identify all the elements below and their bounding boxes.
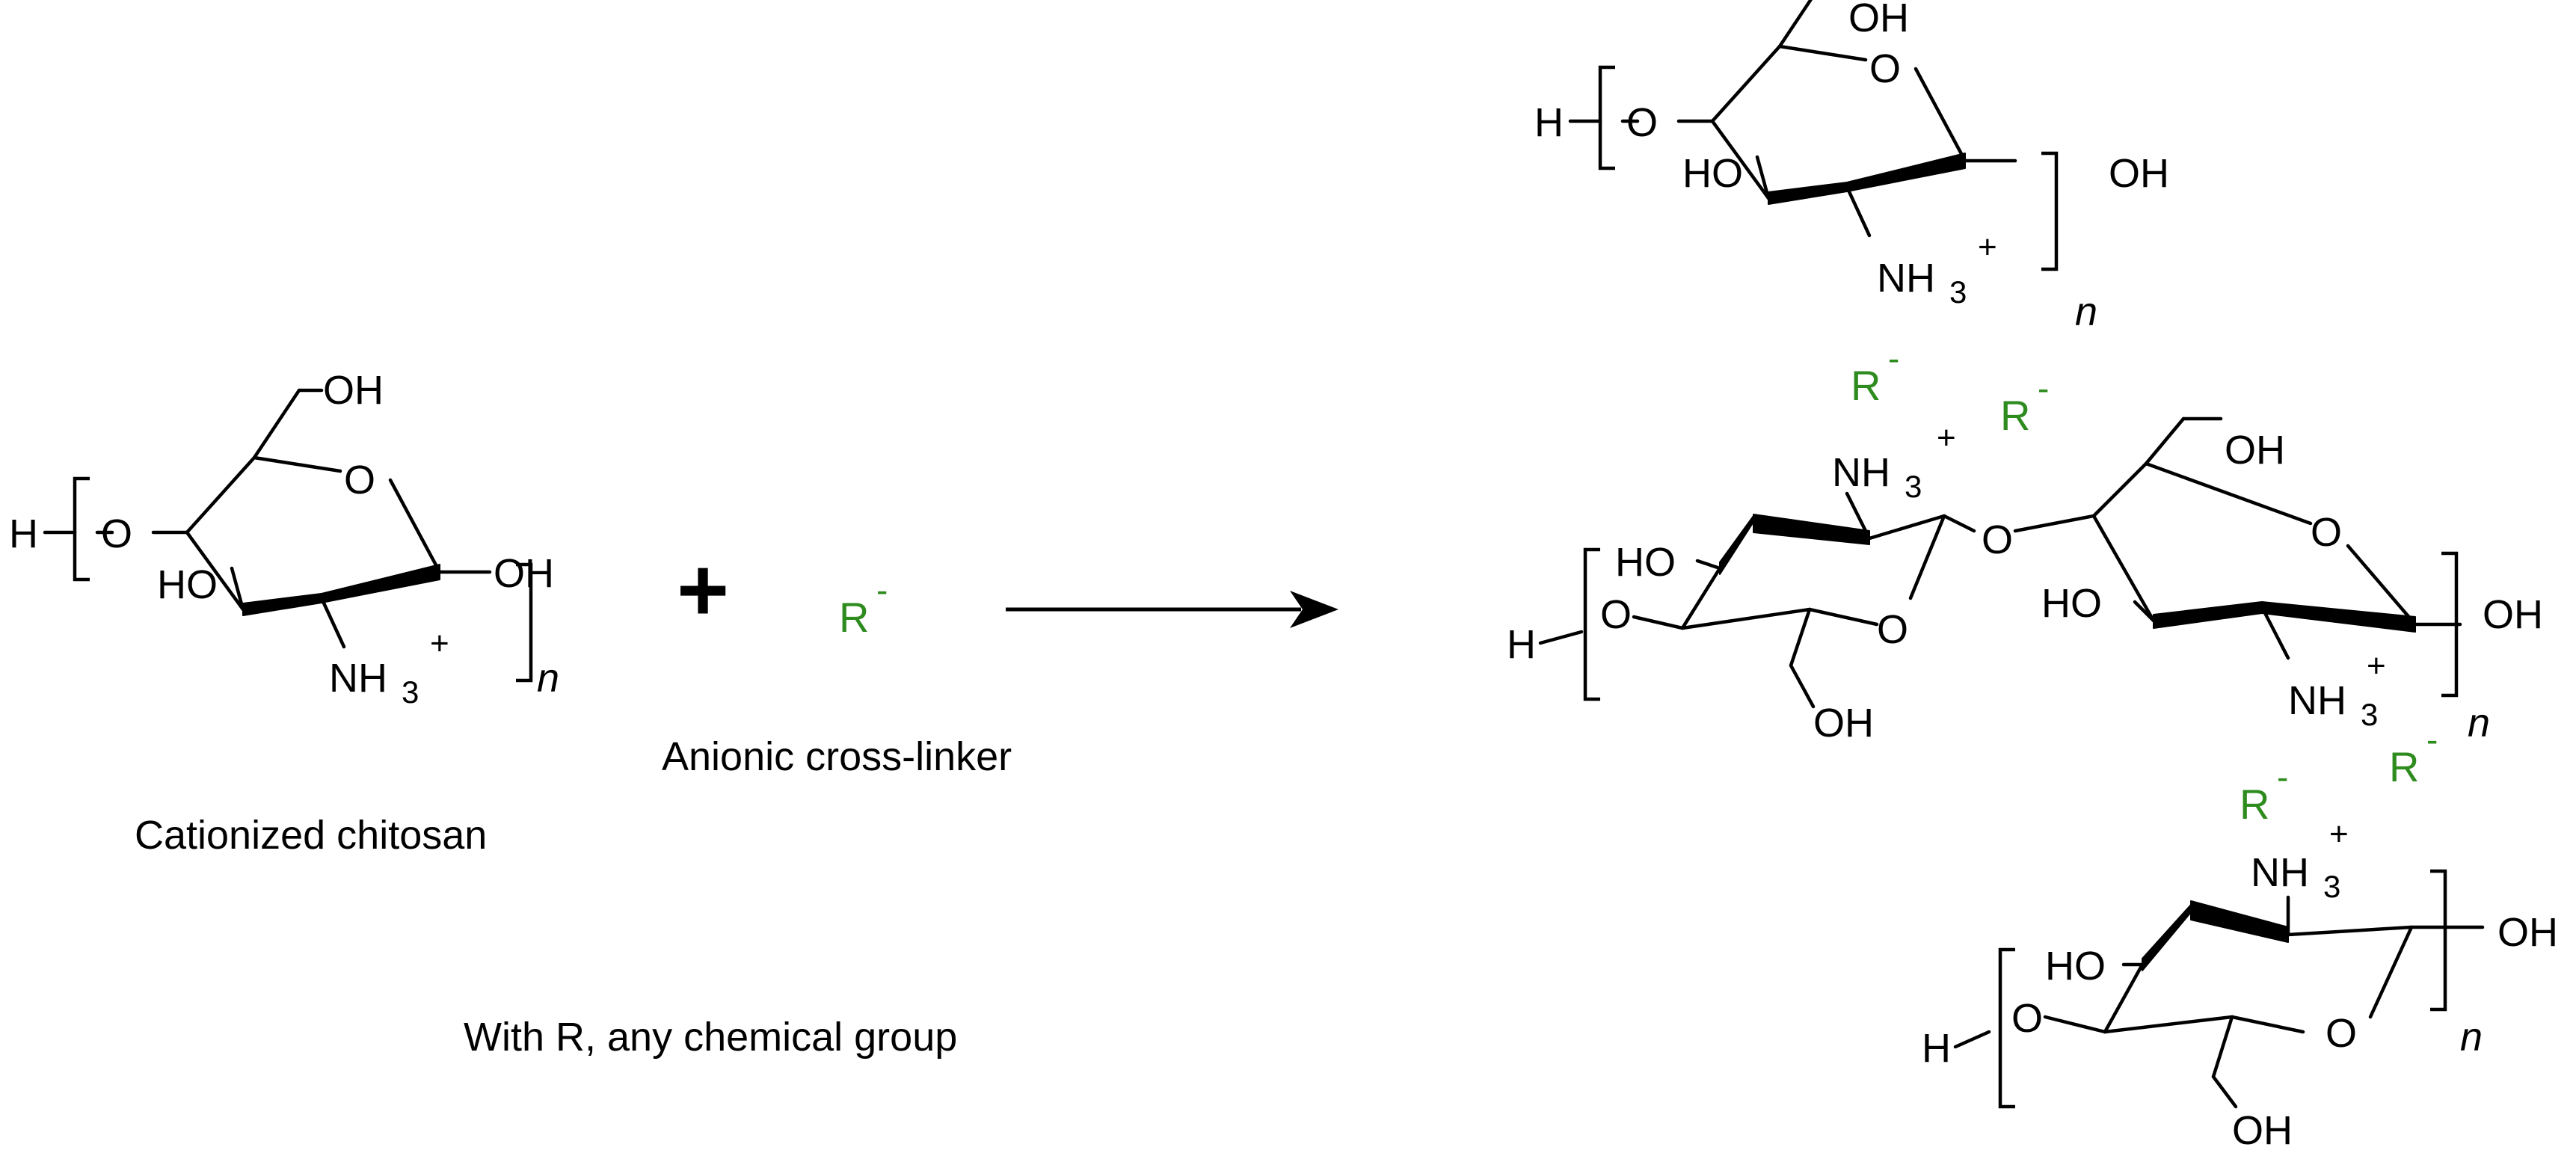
atom-oh: OH: [494, 551, 554, 596]
atom-oh: OH: [2483, 592, 2543, 637]
atom-ho: HO: [2045, 944, 2106, 989]
atom-oh: OH: [2497, 910, 2558, 955]
glycosidic-o: O: [1982, 517, 2013, 562]
atom-ho: HO: [1615, 540, 1676, 585]
repeat-n: n: [2075, 289, 2097, 334]
atom-h: H: [1534, 100, 1564, 145]
anion-r: R: [2240, 781, 2269, 828]
atom-h: H: [9, 511, 38, 556]
repeat-n: n: [2468, 701, 2490, 745]
anion-minus: -: [2426, 720, 2438, 759]
atom-o: O: [101, 511, 132, 556]
reaction-arrow: [1006, 591, 1338, 628]
anion-group: R - R - R - R -: [1851, 339, 2438, 828]
anion-r: R: [839, 594, 869, 641]
ring-o: O: [1877, 607, 1908, 652]
atom-h: H: [1507, 622, 1536, 667]
anion-r: R: [2000, 392, 2030, 439]
ring-o: O: [344, 458, 375, 502]
atom-o: O: [1600, 592, 1632, 637]
subscript-3: 3: [1949, 274, 1967, 310]
anion-r: R: [1851, 362, 1881, 409]
crosslinker-caption: Anionic cross-linker: [662, 734, 1012, 779]
atom-nh: NH: [329, 656, 387, 701]
charge-plus: +: [1978, 229, 1997, 265]
subscript-3: 3: [402, 674, 419, 710]
charge-plus: +: [2329, 816, 2349, 852]
atom-oh: OH: [1813, 701, 1874, 745]
anion-minus: -: [2038, 369, 2049, 408]
anion-minus: -: [2277, 757, 2288, 796]
ring-o: O: [1869, 46, 1901, 91]
right-bracket: [516, 562, 533, 683]
atom-o: O: [1626, 100, 1658, 145]
atom-oh: OH: [1848, 0, 1909, 40]
atom-oh: OH: [2232, 1108, 2293, 1153]
charge-plus: +: [1937, 419, 1956, 456]
atom-ho: HO: [157, 562, 218, 607]
atom-oh: OH: [323, 368, 384, 413]
ring-o: O: [2326, 1011, 2357, 1056]
note-r-any-group: With R, any chemical group: [464, 1015, 957, 1060]
atom-nh: NH: [1832, 450, 1890, 495]
atom-nh: NH: [2288, 678, 2346, 723]
subscript-3: 3: [2361, 697, 2378, 732]
charge-plus: +: [430, 625, 449, 662]
anion-r: R: [2389, 743, 2419, 790]
atom-nh: NH: [1877, 256, 1935, 301]
product-chain-bottom: H O O HO OH NH 3 + OH n: [1922, 816, 2558, 1153]
atom-ho: HO: [2041, 581, 2102, 626]
plus-sign: +: [677, 540, 729, 640]
product-chain-top: H O O OH HO OH NH 3 + n: [1534, 0, 2169, 334]
charge-plus: +: [2367, 648, 2386, 684]
product-chain-middle: H O O HO OH NH 3 + O OH O: [1507, 416, 2543, 745]
subscript-3: 3: [2323, 869, 2340, 904]
atom-h: H: [1922, 1026, 1951, 1071]
repeat-n: n: [2460, 1015, 2483, 1060]
ring-o: O: [2311, 510, 2342, 555]
left-bracket: [73, 476, 90, 582]
repeat-n: n: [537, 656, 559, 701]
atom-o: O: [2011, 996, 2043, 1041]
anion-minus: -: [876, 571, 888, 609]
chitosan-caption: Cationized chitosan: [135, 813, 487, 858]
atom-oh: OH: [2225, 428, 2285, 473]
anion-minus: -: [1888, 339, 1899, 378]
subscript-3: 3: [1905, 469, 1922, 504]
chitosan-monomer: H O O OH HO OH NH 3 + n: [9, 368, 559, 710]
anion-crosslinker: R -: [839, 571, 888, 641]
atom-oh: OH: [2109, 151, 2169, 196]
atom-nh: NH: [2251, 850, 2309, 895]
atom-ho: HO: [1682, 151, 1743, 196]
